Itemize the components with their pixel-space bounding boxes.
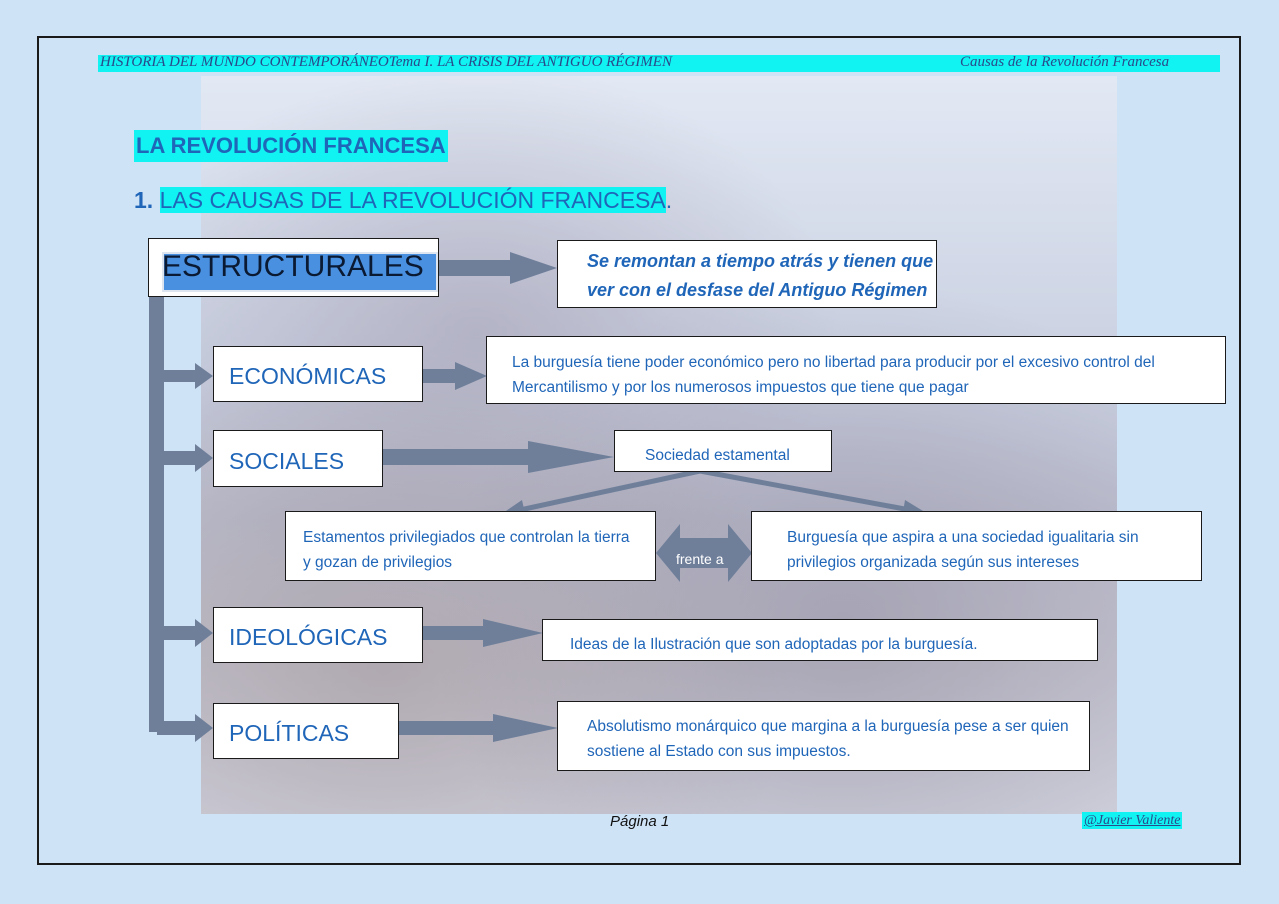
header-highlight-left [98,55,956,72]
split-arrow-right [699,468,911,513]
sociedad-estamental-text: Sociedad estamental [645,447,790,464]
privilegiados-line1: Estamentos privilegiados que controlan l… [303,529,630,546]
estructurales-desc-box: Se remontan a tiempo atrás y tienen que … [557,240,937,308]
double-arrow-frente [656,524,752,582]
burguesia-line2: privilegios organizada según sus interes… [787,554,1080,571]
header-left-text: HISTORIA DEL MUNDO CONTEMPORÁNEOTema I. … [100,54,672,70]
estructurales-highlight [162,252,438,292]
header-highlight-right [956,55,1220,72]
estructurales-label: ESTRUCTURALES [162,250,424,283]
burguesia-box: Burguesía que aspira a una sociedad igua… [751,511,1202,581]
ideologicas-desc-box: Ideas de la Ilustración que son adoptada… [542,619,1098,661]
ideologicas-desc: Ideas de la Ilustración que son adoptada… [570,636,978,653]
arrow-sociales [383,441,614,473]
section-number: 1. [134,187,154,213]
privilegiados-line2: y gozan de privilegios [303,554,453,571]
branch-arrow-ideologicas [157,619,213,647]
ideologicas-box: IDEOLÓGICAS [213,607,423,663]
page-frame [37,36,1241,865]
sociales-box: SOCIALES [213,430,383,487]
author-link[interactable]: @Javier Valiente [1082,812,1183,829]
politicas-desc-box: Absolutismo monárquico que margina a la … [557,701,1090,771]
economicas-desc-line2: Mercantilismo y por los numerosos impues… [512,379,969,396]
section-end: . [665,187,673,213]
branch-arrow-politicas [157,714,213,742]
privilegiados-box: Estamentos privilegiados que controlan l… [285,511,656,581]
branch-arrow-economicas [157,363,213,389]
page-title: LA REVOLUCIÓN FRANCESA [134,130,448,162]
split-arrow-left [519,468,701,513]
politicas-desc-line1: Absolutismo monárquico que margina a la … [587,718,1069,735]
economicas-box: ECONÓMICAS [213,346,423,402]
arrow-politicas [398,714,558,742]
estructurales-desc-line1: Se remontan a tiempo atrás y tienen que [587,251,934,271]
burguesia-line1: Burguesía que aspira a una sociedad igua… [787,529,1139,546]
arrow-economicas [423,362,487,390]
politicas-desc-line2: sostiene al Estado con sus impuestos. [587,743,851,760]
section-text: LAS CAUSAS DE LA REVOLUCIÓN FRANCESA [159,187,666,213]
ideologicas-label: IDEOLÓGICAS [229,624,388,650]
economicas-label: ECONÓMICAS [229,363,387,389]
sociales-label: SOCIALES [229,448,345,474]
branch-arrow-sociales [157,444,213,472]
section-heading: 1. LAS CAUSAS DE LA REVOLUCIÓN FRANCESA. [134,184,672,216]
page-number: Página 1 [610,813,670,830]
arrow-estructurales [438,252,557,284]
frente-a-label: frente a [676,551,724,567]
vertical-connector [149,296,164,732]
sociedad-estamental-box: Sociedad estamental [614,430,832,472]
politicas-box: POLÍTICAS [213,703,399,759]
header-right-text: Causas de la Revolución Francesa [960,54,1170,70]
arrow-ideologicas [423,619,543,647]
economicas-desc-line1: La burguesía tiene poder económico pero … [512,354,1155,371]
politicas-label: POLÍTICAS [229,720,350,746]
estructurales-desc-line2: ver con el desfase del Antiguo Régimen [587,280,928,300]
economicas-desc-box: La burguesía tiene poder económico pero … [486,336,1226,404]
